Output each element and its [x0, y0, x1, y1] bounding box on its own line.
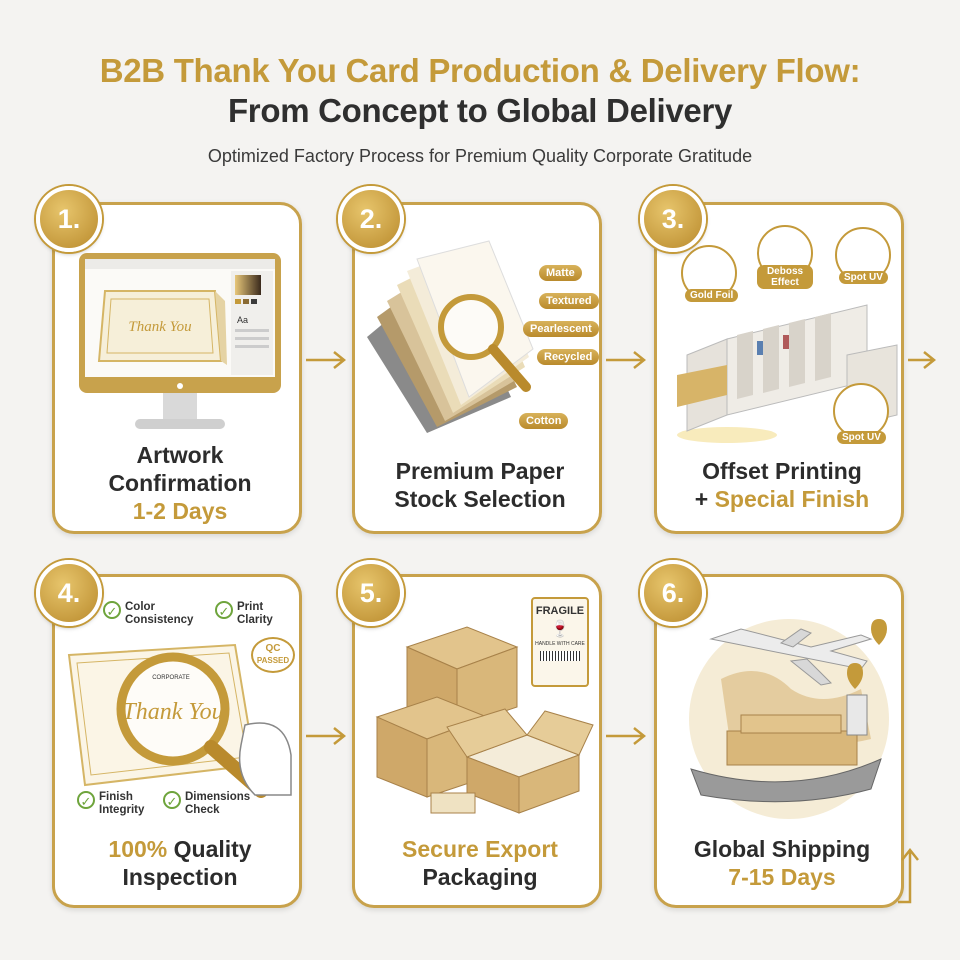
card-thank-you-text: Thank You	[128, 319, 191, 335]
finish-spot-uv-2-icon	[833, 383, 889, 439]
arrow-5-to-6	[606, 727, 647, 745]
step-2-badge: 2.	[338, 186, 404, 252]
step-6-badge: 6.	[640, 560, 706, 626]
step-2-card: Matte Textured Pearlescent Recycled Cott…	[352, 202, 602, 534]
step-3-badge: 3.	[640, 186, 706, 252]
shipping-illustration	[689, 619, 889, 819]
paper-tag-textured: Textured	[539, 293, 599, 309]
boxes-illustration	[375, 626, 594, 814]
title-line-2: From Concept to Global Delivery	[227, 92, 733, 129]
step-1-card: Aa Thank You Artwork Confirmation 1-2 Da…	[52, 202, 302, 534]
check-print-clarity: ✓Print Clarity	[215, 601, 277, 627]
check-dimensions: ✓Dimensions Check	[163, 791, 261, 817]
finish-label-deboss: Deboss Effect	[757, 265, 813, 289]
glass-icon: 🍷	[550, 621, 570, 638]
step-6-card: Global Shipping 7-15 Days	[654, 574, 904, 908]
subtitle: Optimized Factory Process for Premium Qu…	[207, 146, 753, 166]
paper-tag-pearlescent: Pearlescent	[523, 321, 599, 337]
monitor-illustration: Aa Thank You	[79, 253, 281, 429]
svg-text:Aa: Aa	[237, 315, 248, 325]
magnifier-card-illustration: Thank You CORPORATE	[67, 643, 292, 798]
finish-label-spot-uv-2: Spot UV	[837, 431, 886, 444]
step-3-label: Offset Printing + Special Finish	[694, 458, 870, 512]
step-1-label: Artwork Confirmation 1-2 Days	[108, 442, 252, 524]
paper-stack-illustration	[367, 240, 534, 433]
inspect-card-text: Thank You	[122, 699, 223, 725]
arrow-2-to-3	[606, 351, 647, 369]
step-1-badge: 1.	[36, 186, 102, 252]
arrow-1-to-2	[306, 351, 347, 369]
paper-tag-recycled: Recycled	[537, 349, 600, 365]
step-5-card: FRAGILE 🍷 HANDLE WITH CARE Secure Export…	[352, 574, 602, 908]
inspect-card-brand: CORPORATE	[152, 675, 190, 681]
finish-label-gold-foil: Gold Foil	[685, 289, 739, 302]
finish-label-spot-uv: Spot UV	[839, 271, 888, 284]
step-6-label: Global Shipping 7-15 Days	[693, 836, 871, 890]
arrow-4-to-5	[306, 727, 347, 745]
step-5-label: Secure Export Packaging	[402, 836, 558, 890]
step-4-label: 100% Quality Inspection	[108, 836, 252, 890]
check-icon: ✓	[163, 791, 181, 809]
check-icon: ✓	[103, 601, 121, 619]
check-finish-integrity: ✓Finish Integrity	[77, 791, 155, 817]
check-icon: ✓	[215, 601, 233, 619]
step-5-badge: 5.	[338, 560, 404, 626]
paper-tag-matte: Matte	[539, 265, 582, 281]
step-2-label: Premium Paper Stock Selection	[394, 458, 566, 512]
fragile-label: FRAGILE 🍷 HANDLE WITH CARE	[531, 597, 589, 687]
title-line-1: B2B Thank You Card Production & Delivery…	[99, 52, 861, 89]
check-color-consistency: ✓Color Consistency	[103, 601, 205, 627]
step-3-card: Gold Foil Deboss Effect Spot UV Spot UV …	[654, 202, 904, 534]
arrow-3-continue	[908, 351, 937, 369]
paper-tag-cotton: Cotton	[519, 413, 569, 429]
check-icon: ✓	[77, 791, 95, 809]
barcode-icon	[540, 651, 580, 661]
arrow-6-up	[898, 847, 919, 904]
step-4-badge: 4.	[36, 560, 102, 626]
